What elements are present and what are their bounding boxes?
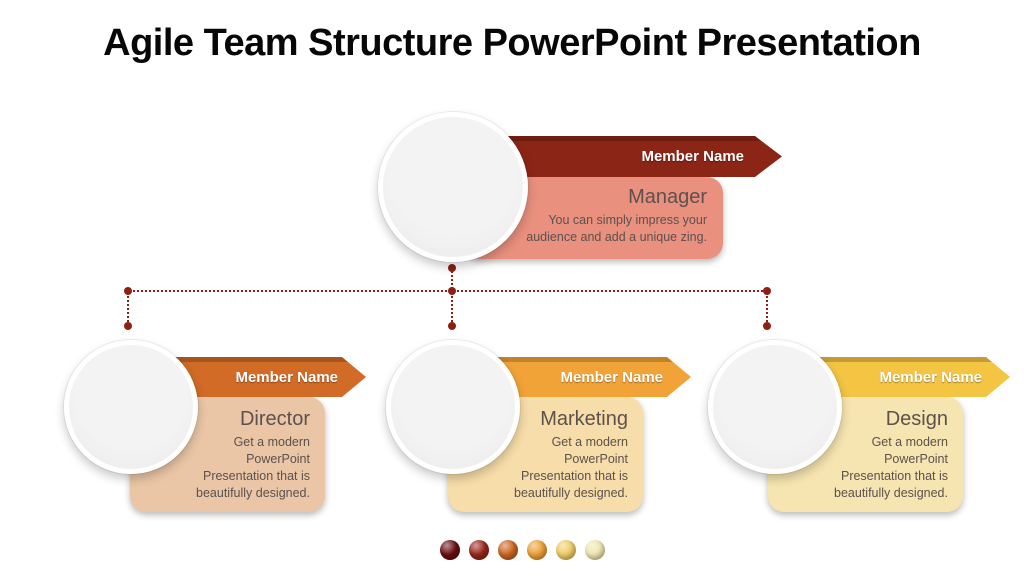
connector-dot [448,264,456,272]
palette-dot [585,540,605,560]
connector-drop-center [451,291,453,326]
role-description: You can simply impress your audience and… [526,213,707,244]
connector-dot [763,287,771,295]
role-title: Manager [628,186,707,208]
palette-dot [440,540,460,560]
connector-stub-manager [451,268,453,292]
role-title: Design [885,408,948,430]
member-photo-circle [64,340,198,474]
role-description: Get a modern PowerPoint Presentation tha… [514,435,628,500]
role-title: Marketing [540,408,628,430]
palette-dot [556,540,576,560]
palette-dot [527,540,547,560]
role-description: Get a modern PowerPoint Presentation tha… [834,435,948,500]
connector-dot [448,287,456,295]
connector-dot [448,322,456,330]
connector-drop-right [766,291,768,326]
page-title: Agile Team Structure PowerPoint Presenta… [103,22,921,64]
color-palette-dots [440,540,605,560]
member-photo-circle [708,340,842,474]
palette-dot [469,540,489,560]
role-description: Get a modern PowerPoint Presentation tha… [196,435,310,500]
member-photo-circle [378,112,528,262]
role-title: Director [239,408,310,430]
connector-horizontal [128,290,767,292]
member-name-label: Member Name [560,368,663,386]
member-name-label: Member Name [879,368,982,386]
member-name-label: Member Name [235,368,338,386]
connector-dot [124,287,132,295]
connector-drop-left [127,291,129,326]
member-name-label: Member Name [641,148,744,165]
member-photo-circle [386,340,520,474]
connector-dot [763,322,771,330]
palette-dot [498,540,518,560]
connector-dot [124,322,132,330]
